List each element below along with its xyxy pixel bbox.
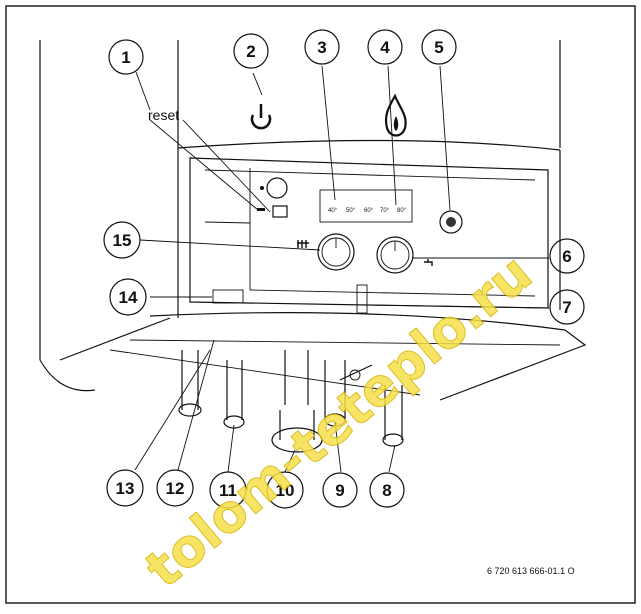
callout-6: 6 <box>549 238 585 274</box>
temp-scale-50: 50° <box>346 208 356 214</box>
svg-text:8: 8 <box>382 481 391 500</box>
callout-13: 13 <box>106 469 144 507</box>
temp-scale-40: 40° <box>328 208 338 214</box>
temperature-display <box>319 189 413 223</box>
leader-lines <box>134 65 550 473</box>
flame-icon <box>384 93 407 137</box>
temp-scale-60: 60° <box>364 208 374 214</box>
svg-text:14: 14 <box>119 288 138 307</box>
callout-3: 3 <box>304 29 340 65</box>
svg-text:15: 15 <box>113 231 132 250</box>
reset-indicator-lamp <box>266 177 288 199</box>
svg-text:11: 11 <box>219 481 237 500</box>
power-icon <box>250 104 272 130</box>
callout-10: 10 <box>266 471 304 509</box>
callout-9: 9 <box>322 472 358 508</box>
callout-5: 5 <box>421 29 457 65</box>
reset-label: reset <box>148 107 179 123</box>
temp-scale-70: 70° <box>380 208 390 214</box>
svg-text:2: 2 <box>246 42 255 61</box>
callout-12: 12 <box>156 469 194 507</box>
hot-water-temperature-knob[interactable] <box>376 236 414 274</box>
callout-15: 15 <box>103 221 141 259</box>
callout-1: 1 <box>108 39 144 75</box>
svg-text:4: 4 <box>380 38 390 57</box>
bypass-slider[interactable] <box>356 284 368 314</box>
pressure-gauge-icon <box>439 210 463 234</box>
svg-text:7: 7 <box>562 298 571 317</box>
callout-8: 8 <box>369 472 405 508</box>
reset-button[interactable] <box>272 205 288 218</box>
radiator-icon <box>297 240 309 248</box>
heating-temperature-knob[interactable] <box>317 233 355 271</box>
svg-text:3: 3 <box>317 38 326 57</box>
svg-text:13: 13 <box>116 479 135 498</box>
service-label-slot <box>212 289 244 304</box>
figure-code: 6 720 613 666-01.1 O <box>487 566 575 576</box>
figure-frame <box>5 5 636 604</box>
svg-text:12: 12 <box>166 479 185 498</box>
pipe-connections <box>178 350 404 453</box>
svg-text:10: 10 <box>276 481 295 500</box>
svg-text:5: 5 <box>434 38 443 57</box>
callout-11: 11 <box>209 471 247 509</box>
svg-text:1: 1 <box>121 48 130 67</box>
tap-icon <box>424 259 433 266</box>
callout-2: 2 <box>233 33 269 69</box>
temp-scale-80: 80° <box>397 208 407 214</box>
svg-text:6: 6 <box>562 247 571 266</box>
boiler-casing <box>39 40 587 401</box>
callout-14: 14 <box>109 278 147 316</box>
callout-7: 7 <box>549 289 585 325</box>
svg-text:9: 9 <box>335 481 344 500</box>
callout-4: 4 <box>367 29 403 65</box>
